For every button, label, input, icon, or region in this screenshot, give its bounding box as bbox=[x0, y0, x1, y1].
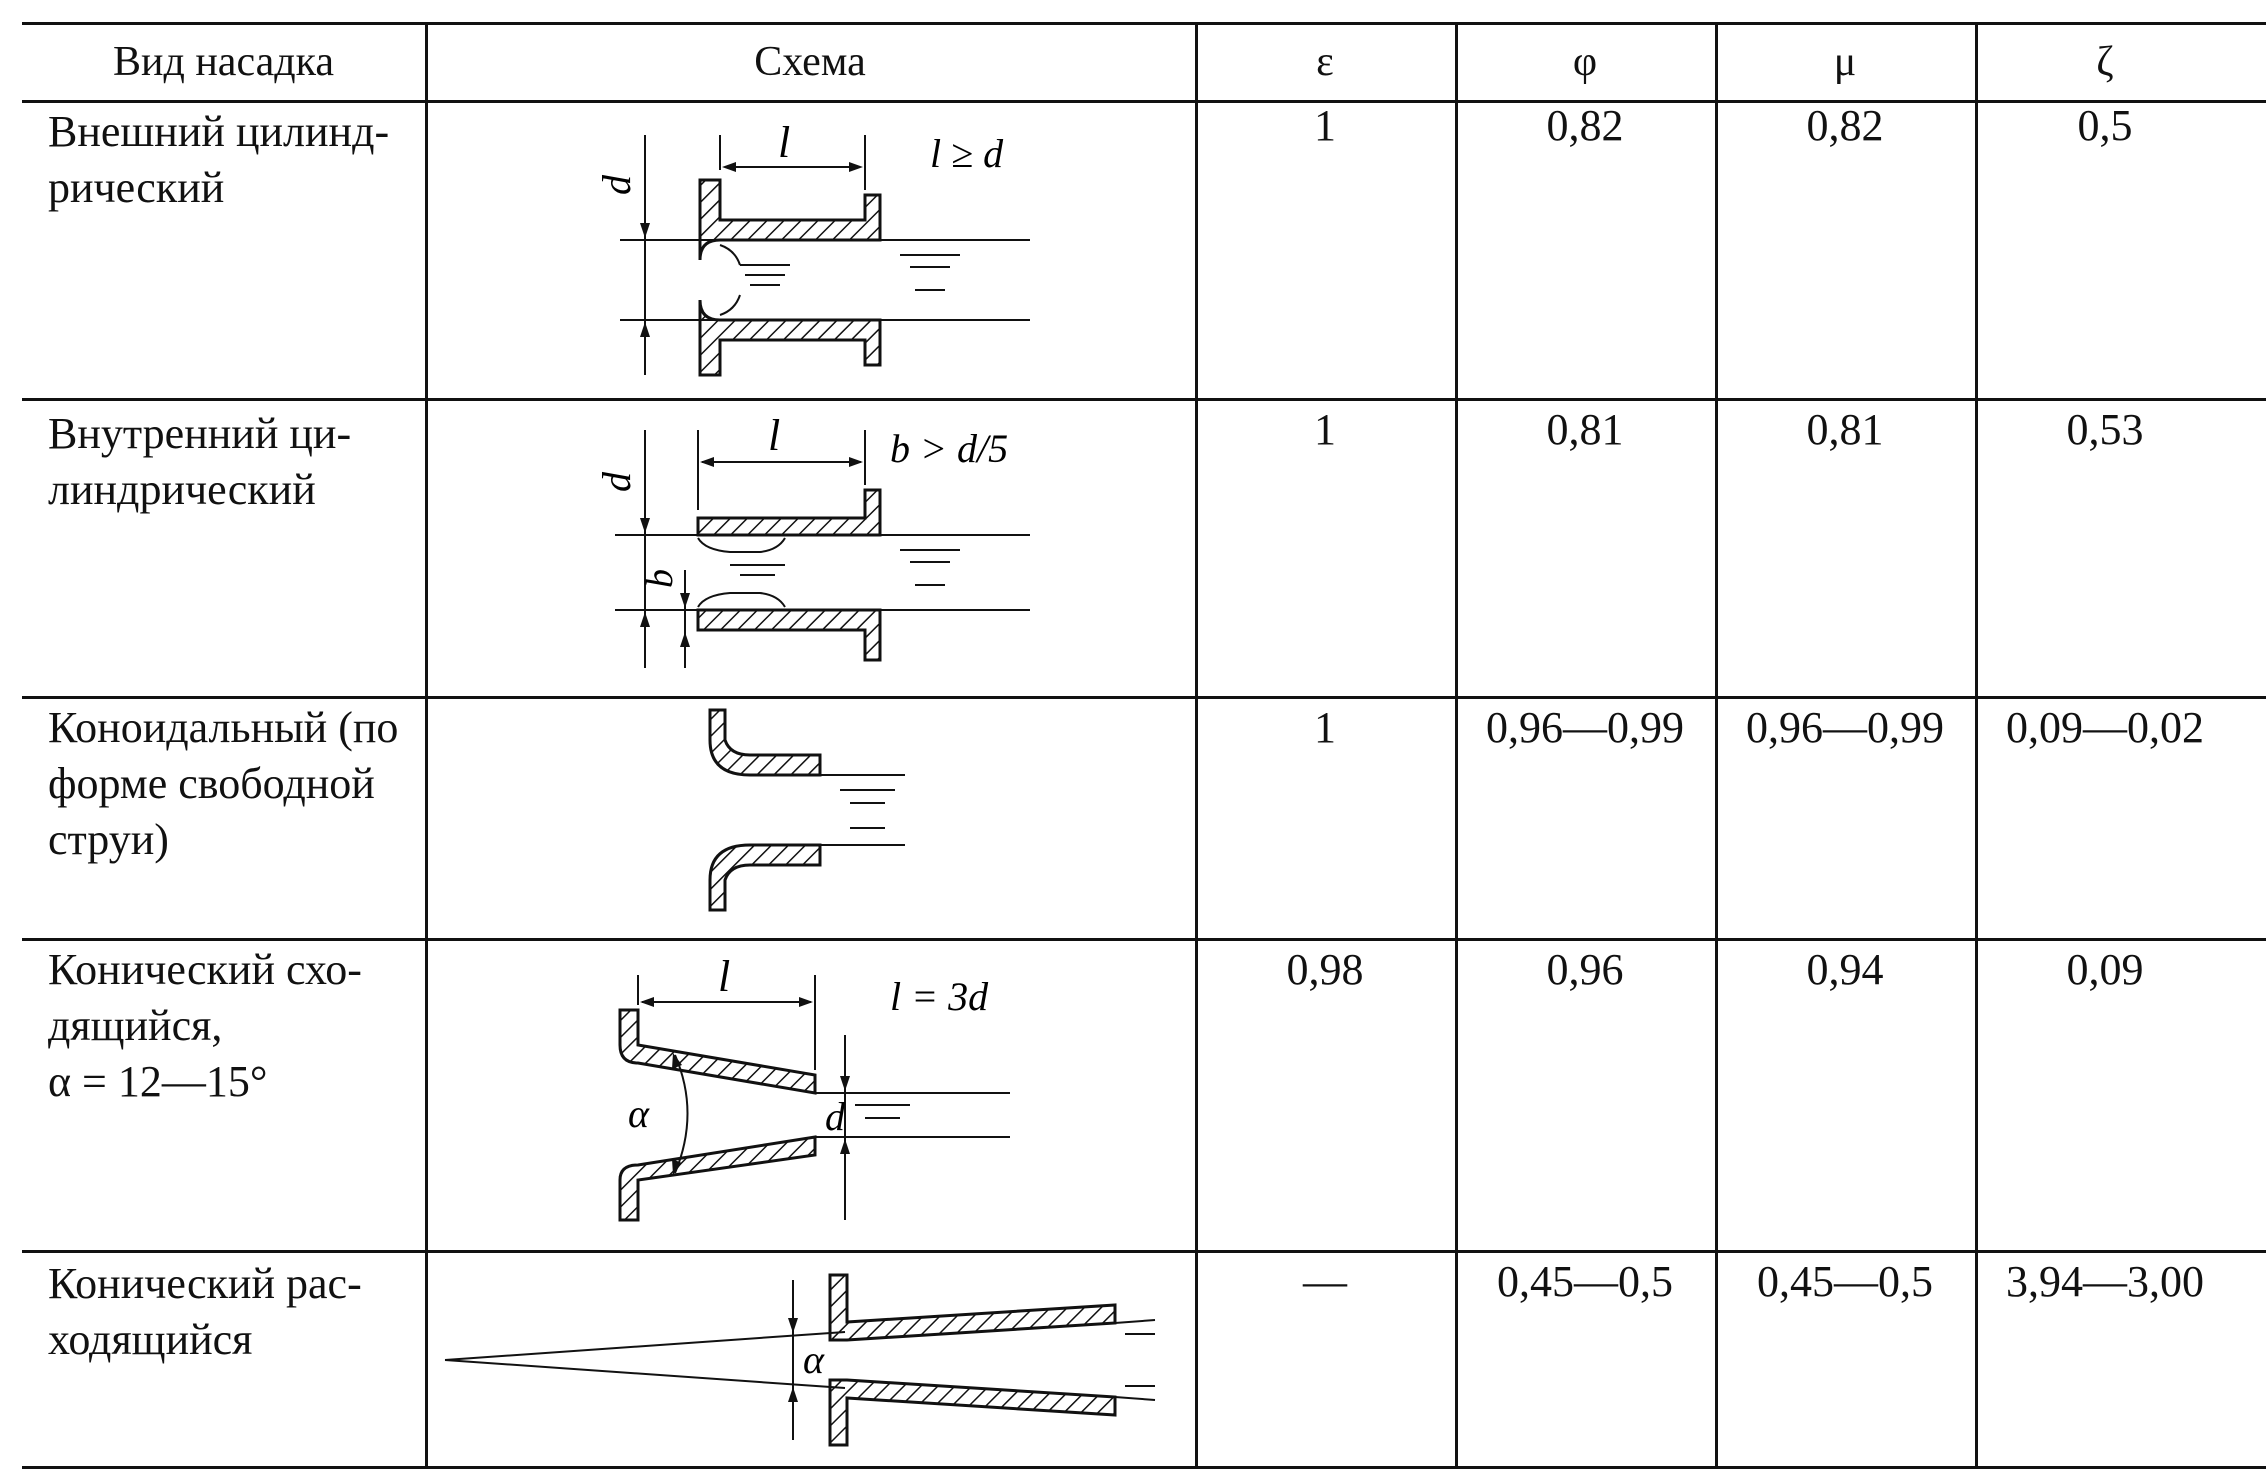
offset-label: b bbox=[639, 569, 681, 588]
row-divider bbox=[22, 696, 2266, 699]
angle-label: α bbox=[803, 1337, 825, 1382]
header-scheme: Схема bbox=[754, 39, 866, 85]
phi-value: 0,96—0,99 bbox=[1486, 703, 1684, 752]
condition-label: b > d/5 bbox=[890, 426, 1008, 471]
diameter-label: d bbox=[600, 471, 639, 492]
row-divider bbox=[22, 398, 2266, 401]
phi-value: 0,96 bbox=[1546, 945, 1624, 994]
nozzle-name: Коноидальный (по форме свободной струи) bbox=[48, 703, 399, 864]
nozzle-name: Конический рас- ходящийся bbox=[48, 1259, 362, 1364]
condition-label: l ≥ d bbox=[930, 131, 1004, 176]
nozzle-name: Конический схо- дящийся, α = 12—15° bbox=[48, 945, 362, 1106]
zeta-value: 0,09 bbox=[2066, 945, 2144, 994]
header-nozzle-type: Вид насадка bbox=[112, 39, 335, 85]
epsilon-value: 0,98 bbox=[1286, 945, 1364, 994]
condition-label: l = 3d bbox=[890, 974, 989, 1019]
phi-value: 0,45—0,5 bbox=[1497, 1257, 1673, 1306]
column-divider bbox=[1455, 22, 1458, 1468]
zeta-value: 3,94—3,00 bbox=[2006, 1257, 2204, 1306]
nozzle-name: Внутренний ци- линдрический bbox=[48, 409, 352, 514]
conical-convergent-scheme: l l = 3d α d bbox=[618, 955, 1010, 1222]
header-phi: φ bbox=[1572, 39, 1598, 85]
conoidal-scheme bbox=[708, 708, 905, 912]
zeta-value: 0,09—0,02 bbox=[2006, 703, 2204, 752]
conical-divergent-scheme: α bbox=[444, 1273, 1156, 1447]
angle-label: α bbox=[628, 1091, 650, 1136]
table-bottom-rule bbox=[22, 1466, 2266, 1469]
diameter-label: d bbox=[825, 1094, 846, 1139]
column-divider bbox=[425, 22, 428, 1468]
zeta-value: 0,53 bbox=[2066, 405, 2144, 454]
header-epsilon: ε bbox=[1316, 39, 1334, 85]
row-divider bbox=[22, 938, 2266, 941]
column-divider bbox=[1975, 22, 1978, 1468]
length-label: l bbox=[778, 118, 790, 167]
mu-value: 0,96—0,99 bbox=[1746, 703, 1944, 752]
header-zeta: ζ bbox=[2096, 39, 2114, 85]
zeta-value: 0,5 bbox=[2077, 101, 2133, 150]
row-divider bbox=[22, 1250, 2266, 1253]
header-bottom-rule bbox=[22, 100, 2266, 103]
nozzle-name: Внешний цилинд- рический bbox=[48, 107, 390, 212]
table-top-rule bbox=[22, 22, 2266, 25]
diameter-label: d bbox=[600, 174, 639, 195]
epsilon-value: 1 bbox=[1314, 703, 1336, 752]
epsilon-value: 1 bbox=[1314, 405, 1336, 454]
internal-cylindrical-scheme: l b > d/5 d b bbox=[600, 411, 1030, 668]
mu-value: 0,81 bbox=[1806, 405, 1884, 454]
external-cylindrical-scheme: l l ≥ d d bbox=[600, 118, 1030, 377]
mu-value: 0,94 bbox=[1806, 945, 1884, 994]
epsilon-value: — bbox=[1303, 1257, 1347, 1306]
column-divider bbox=[1195, 22, 1198, 1468]
column-divider bbox=[1715, 22, 1718, 1468]
length-label: l bbox=[768, 411, 780, 460]
header-mu: μ bbox=[1833, 39, 1857, 85]
length-label: l bbox=[718, 955, 730, 1001]
epsilon-value: 1 bbox=[1314, 101, 1336, 150]
mu-value: 0,45—0,5 bbox=[1757, 1257, 1933, 1306]
phi-value: 0,81 bbox=[1546, 405, 1624, 454]
phi-value: 0,82 bbox=[1546, 101, 1624, 150]
mu-value: 0,82 bbox=[1806, 101, 1884, 150]
